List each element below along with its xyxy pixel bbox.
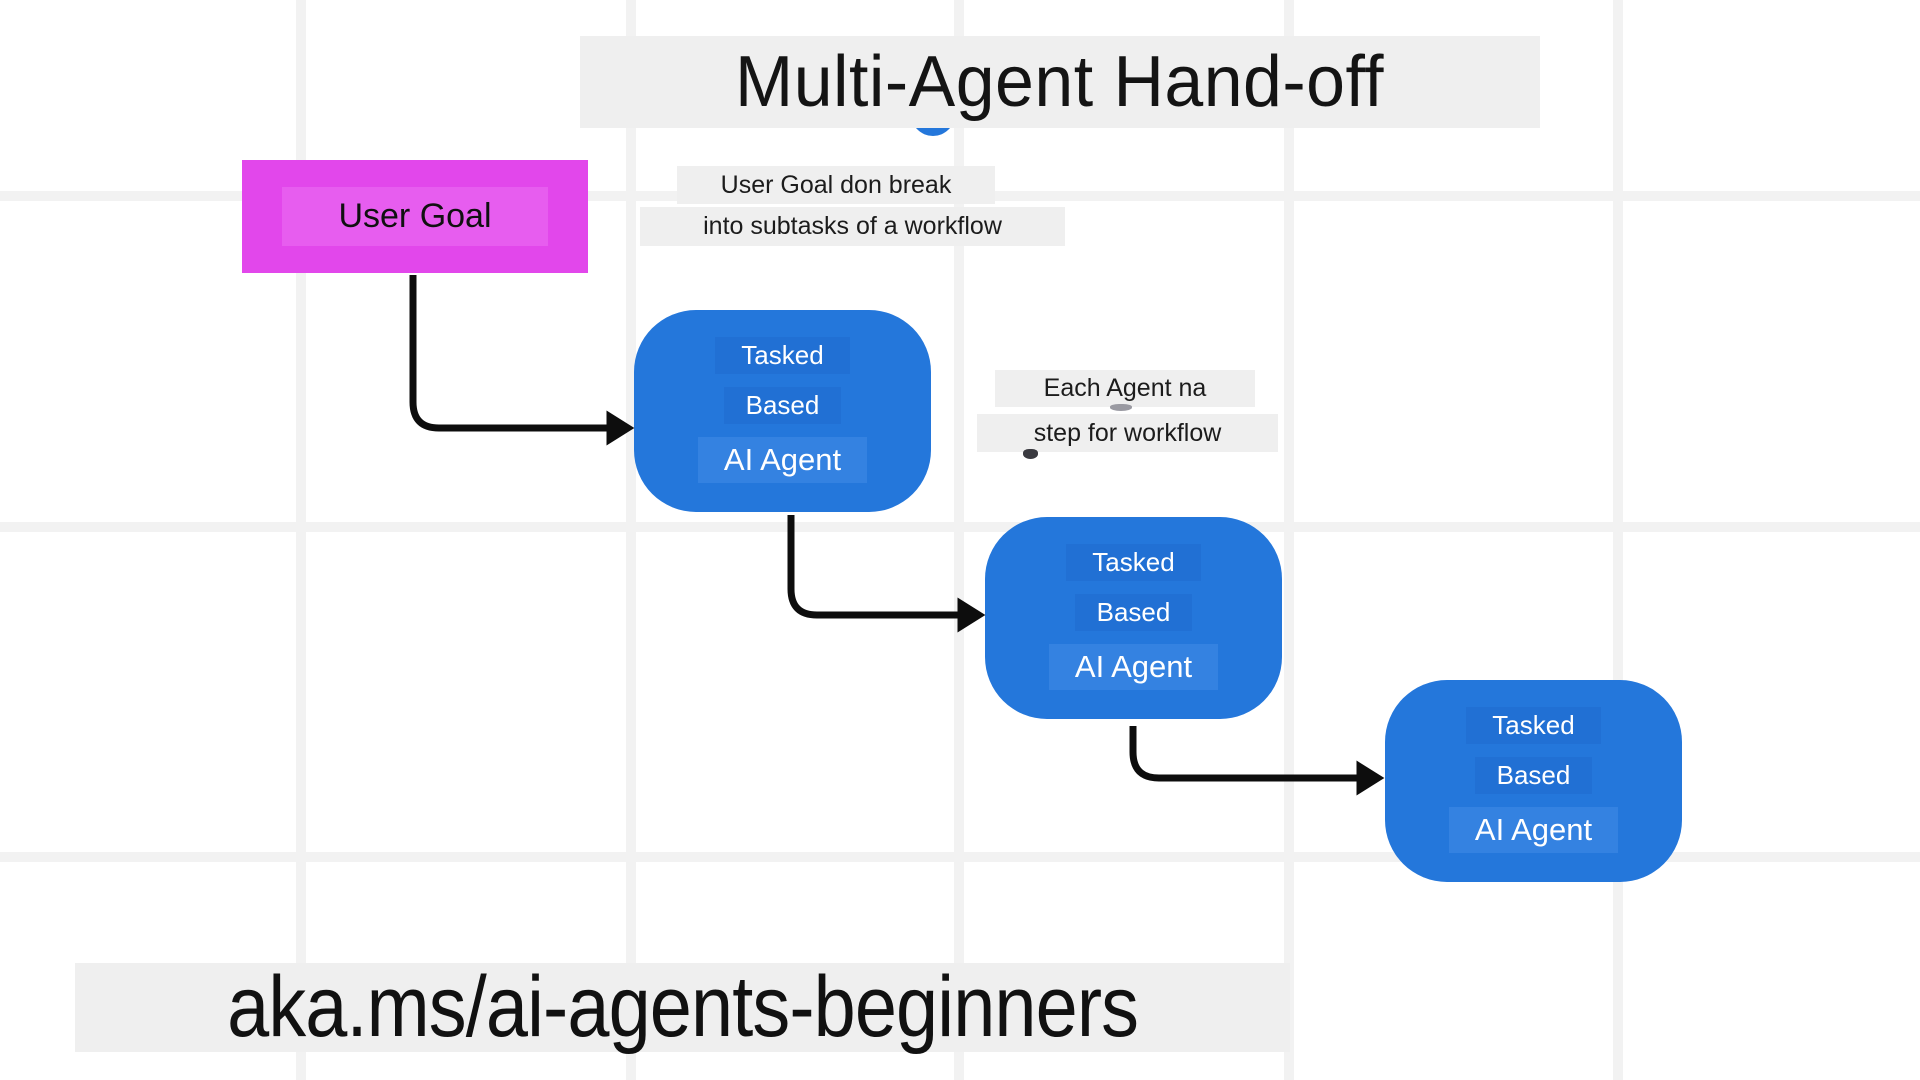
grid-line-horizontal: [0, 522, 1920, 532]
agent2-tag-tasked: Tasked: [1066, 544, 1201, 581]
footer-link-text: aka.ms/ai-agents-beginners: [226, 959, 1139, 1055]
note-text: step for workflow: [1033, 418, 1222, 447]
agent1-tag-based: Based: [723, 387, 842, 424]
agent3-name-label: AI Agent: [1448, 807, 1619, 853]
arrow-agent2-to-agent3: [1129, 726, 1385, 796]
note-text: User Goal don break: [720, 170, 952, 199]
agent-node-3: Tasked Based AI Agent: [1385, 680, 1682, 882]
agent2-name-label: AI Agent: [1048, 644, 1219, 690]
agent3-tag-based: Based: [1474, 757, 1593, 794]
grid-line-vertical: [1284, 0, 1294, 1080]
grid-line-horizontal: [0, 852, 1920, 862]
note-handoff-line2: step for workflow: [977, 414, 1278, 452]
note-decompose-line2: into subtasks of a workflow: [640, 207, 1065, 246]
arrow-usergoal-to-agent1: [409, 275, 635, 446]
grid-line-vertical: [1613, 0, 1623, 1080]
stray-ink-fragment: [1110, 404, 1132, 411]
user-goal-label: User Goal: [282, 187, 548, 246]
title-banner: Multi-Agent Hand-off: [580, 36, 1540, 128]
agent1-tag-tasked: Tasked: [715, 337, 850, 374]
grid-line-vertical: [626, 0, 636, 1080]
note-decompose-line1: User Goal don break: [677, 166, 995, 204]
note-text: into subtasks of a workflow: [703, 212, 1002, 240]
agent1-name-label: AI Agent: [697, 437, 868, 483]
agent3-tag-tasked: Tasked: [1466, 707, 1601, 744]
agent-node-2: Tasked Based AI Agent: [985, 517, 1282, 719]
grid-line-vertical: [296, 0, 306, 1080]
page-title: Multi-Agent Hand-off: [735, 42, 1385, 122]
grid-line-vertical: [954, 0, 964, 1080]
note-text: Each Agent na: [1043, 374, 1207, 402]
stray-ink-fragment: [1023, 449, 1038, 459]
agent-node-1: Tasked Based AI Agent: [634, 310, 931, 512]
note-handoff-line1: Each Agent na: [995, 370, 1255, 407]
agent2-tag-based: Based: [1074, 594, 1193, 631]
user-goal-node: User Goal: [242, 160, 588, 273]
footer-banner: aka.ms/ai-agents-beginners: [75, 959, 1290, 1055]
